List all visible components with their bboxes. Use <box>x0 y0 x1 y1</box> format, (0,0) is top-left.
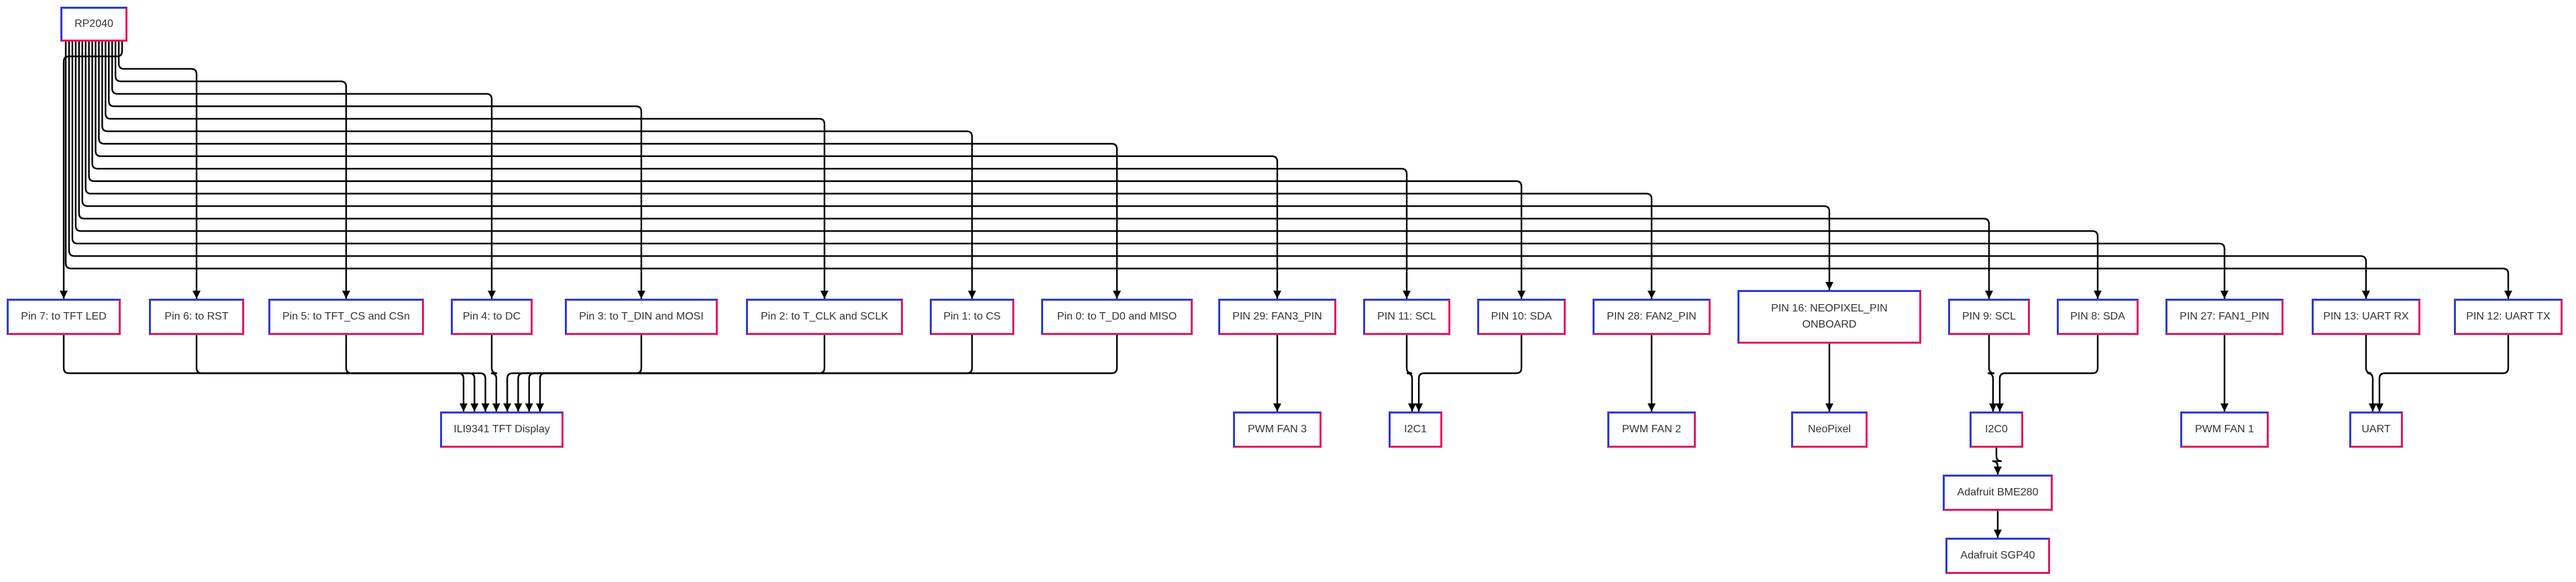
i2c1-node[interactable]: I2C1 <box>1389 411 1442 448</box>
pin-16-node[interactable]: PIN 16: NEOPIXEL_PIN ONBOARD <box>1737 290 1921 344</box>
uart-node[interactable]: UART <box>2349 411 2403 448</box>
connector-rp2040-to-pin8 <box>74 42 2102 299</box>
pin-6-node[interactable]: Pin 6: to RST <box>149 299 244 335</box>
connector-pin6-to-tft <box>195 335 479 411</box>
connector-rp2040-to-pin12 <box>64 42 2512 299</box>
connector-rp2040-to-pin11 <box>91 42 1411 299</box>
connector-pin13-to-uart <box>2365 335 2377 411</box>
pin-11-node[interactable]: PIN 11: SCL <box>1363 299 1450 335</box>
i2c0-node[interactable]: I2C0 <box>1970 411 2023 448</box>
adafruit-sgp40-node[interactable]: Adafruit SGP40 <box>1945 538 2050 574</box>
connector-rp2040-to-pin4 <box>111 42 496 299</box>
pin-5-node[interactable]: Pin 5: to TFT_CS and CSn <box>268 299 424 335</box>
pin-3-node[interactable]: Pin 3: to T_DIN and MOSI <box>565 299 718 335</box>
pin-27-node[interactable]: PIN 27: FAN1_PIN <box>2165 299 2284 335</box>
connector-rp2040-to-pin16 <box>81 42 1833 290</box>
connector-rp2040-to-pin9 <box>78 42 1993 299</box>
connector-pin9-to-i2c0 <box>1987 335 1997 411</box>
connector-rp2040-to-pin5 <box>114 42 350 299</box>
neopixel-node[interactable]: NeoPixel <box>1791 411 1868 448</box>
pin-2-node[interactable]: Pin 2: to T_CLK and SCLK <box>746 299 903 335</box>
pin-10-node[interactable]: PIN 10: SDA <box>1477 299 1566 335</box>
connector-pin12-to-uart <box>2375 335 2510 411</box>
connector-rp2040-to-pin29 <box>95 42 1281 299</box>
connector-pin8-to-i2c0 <box>1996 335 2099 411</box>
connector-rp2040-to-pin1 <box>101 42 976 299</box>
connector-rp2040-to-pin27 <box>71 42 2229 299</box>
pin-13-node[interactable]: PIN 13: UART RX <box>2312 299 2420 335</box>
pwm-fan-2-node[interactable]: PWM FAN 2 <box>1607 411 1696 448</box>
connector-i2c0-to-bme280 <box>1992 448 2002 475</box>
pin-8-node[interactable]: PIN 8: SDA <box>2057 299 2139 335</box>
connector-rp2040-to-pin6 <box>117 42 201 299</box>
connector-rp2040-to-pin2 <box>105 42 828 299</box>
connector-rp2040-to-pin10 <box>88 42 1525 299</box>
connector-pin5-to-tft <box>345 335 490 411</box>
connector-rp2040-to-pin28 <box>85 42 1656 299</box>
connector-rp2040-to-pin13 <box>68 42 2370 299</box>
connector-rp2040-to-pin0 <box>98 42 1121 299</box>
pin-29-node[interactable]: PIN 29: FAN3_PIN <box>1218 299 1336 335</box>
connector-pin11-to-i2c1 <box>1405 335 1416 411</box>
pwm-fan-1-node[interactable]: PWM FAN 1 <box>2180 411 2269 448</box>
connector-pin0-to-tft <box>536 335 1118 411</box>
pin-28-node[interactable]: PIN 28: FAN2_PIN <box>1593 299 1711 335</box>
pwm-fan-3-node[interactable]: PWM FAN 3 <box>1233 411 1322 448</box>
ili9341-tft-display-node[interactable]: ILI9341 TFT Display <box>440 411 564 448</box>
pin-12-node[interactable]: PIN 12: UART TX <box>2454 299 2563 335</box>
pin-1-node[interactable]: Pin 1: to CS <box>930 299 1014 335</box>
rp2040-node[interactable]: RP2040 <box>60 7 127 42</box>
pin-9-node[interactable]: PIN 9: SCL <box>1948 299 2030 335</box>
pin-7-node[interactable]: Pin 7: to TFT LED <box>7 299 121 335</box>
pin-4-node[interactable]: Pin 4: to DC <box>451 299 533 335</box>
connector-pin4-to-tft <box>490 335 500 411</box>
connector-pin10-to-i2c1 <box>1415 335 1523 411</box>
adafruit-bme280-node[interactable]: Adafruit BME280 <box>1943 475 2053 511</box>
connector-rp2040-to-pin3 <box>108 42 645 299</box>
pin-0-node[interactable]: Pin 0: to T_D0 and MISO <box>1041 299 1193 335</box>
